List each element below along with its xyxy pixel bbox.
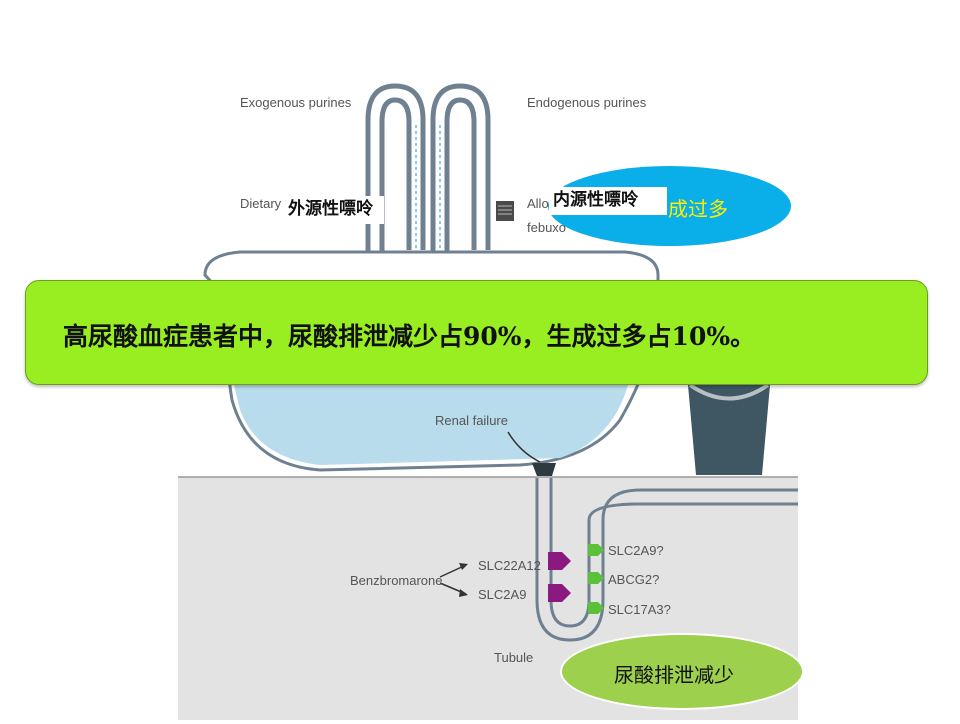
summary-banner-text: 高尿酸血症患者中，尿酸排泄减少占90%，生成过多占10%。: [63, 322, 756, 351]
renal-failure-pointer: [507, 431, 541, 463]
side-cup: [688, 385, 770, 475]
transporter-slc17a3q: [588, 602, 604, 614]
endogenous-label: Endogenous purines: [527, 95, 647, 110]
slc22a12-label: SLC22A12: [478, 558, 541, 573]
slc17a3q-label: SLC17A3?: [608, 602, 671, 617]
excretion-ellipse: 尿酸排泄减少: [560, 633, 804, 710]
overproduction-text: 成过多: [668, 197, 728, 221]
benz-arrowhead-up: [459, 563, 468, 570]
allopurinol-partial-line2: febuxo: [527, 220, 566, 235]
endogenous-cn-label: 内源性嘌呤: [549, 187, 667, 215]
slc2a9-label: SLC2A9: [478, 587, 526, 602]
excretion-text: 尿酸排泄减少: [614, 663, 734, 687]
exogenous-cn-label: 外源性嘌呤: [284, 196, 384, 224]
benz-arrowhead-down: [459, 589, 468, 597]
tubule-label: Tubule: [494, 650, 533, 665]
benzbromarone-label: Benzbromarone: [350, 573, 443, 588]
abcg2q-label: ABCG2?: [608, 572, 659, 587]
summary-banner: 高尿酸血症患者中，尿酸排泄减少占90%，生成过多占10%。: [25, 280, 928, 385]
transporter-slc22a12: [548, 552, 571, 570]
allopurinol-partial-line1: Allo: [527, 196, 549, 211]
exogenous-label: Exogenous purines: [240, 95, 352, 110]
tubule: [535, 478, 798, 642]
transporter-slc2a9q: [588, 544, 604, 556]
drug-box-icon: [496, 201, 514, 221]
bowl-water: [234, 385, 628, 465]
drain: [532, 463, 556, 476]
tubule-inner: [549, 478, 798, 628]
transporter-abcg2q: [588, 572, 604, 584]
slc2a9q-label: SLC2A9?: [608, 543, 664, 558]
endogenous-pipe: [430, 83, 491, 255]
side-cup-rim: [688, 383, 770, 401]
renal-failure-label: Renal failure: [435, 413, 508, 428]
dietary-label: Dietary: [240, 196, 282, 211]
transporter-slc2a9: [548, 584, 571, 602]
exogenous-pipe: [365, 83, 426, 255]
